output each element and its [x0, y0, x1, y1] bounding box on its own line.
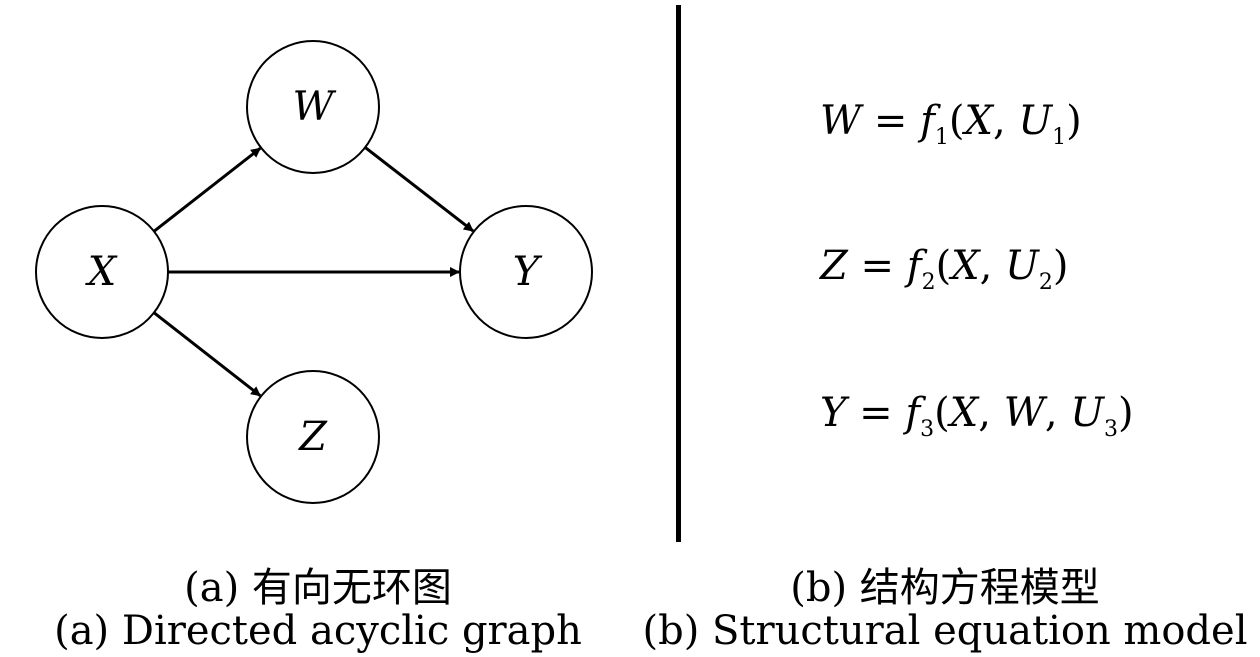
node-label: X	[85, 249, 118, 295]
node-x: X	[35, 205, 169, 339]
edge-w-to-y	[364, 146, 474, 233]
node-label: Z	[297, 414, 328, 460]
node-label: Y	[513, 249, 543, 295]
node-z: Z	[246, 370, 380, 504]
equation-y: Y = f3(X, W, U3)	[820, 390, 1134, 442]
caption-b-english: (b) Structural equation model	[642, 608, 1248, 654]
panel-divider	[676, 5, 681, 542]
node-circle	[246, 40, 380, 174]
node-circle	[246, 370, 380, 504]
node-label: W	[292, 84, 336, 130]
edge-x-to-w	[153, 147, 262, 233]
node-circle	[459, 205, 593, 339]
equation-z: Z = f2(X, U2)	[820, 243, 1069, 295]
caption-a-english: (a) Directed acyclic graph	[54, 608, 582, 654]
node-w: W	[246, 40, 380, 174]
equation-w: W = f1(X, U1)	[820, 98, 1082, 150]
caption-b-chinese: (b) 结构方程模型	[790, 565, 1100, 611]
edge-x-to-z	[153, 311, 262, 397]
node-circle	[35, 205, 169, 339]
caption-a-chinese: (a) 有向无环图	[184, 565, 452, 611]
node-y: Y	[459, 205, 593, 339]
directed-acyclic-graph: X W Y Z	[35, 40, 593, 504]
